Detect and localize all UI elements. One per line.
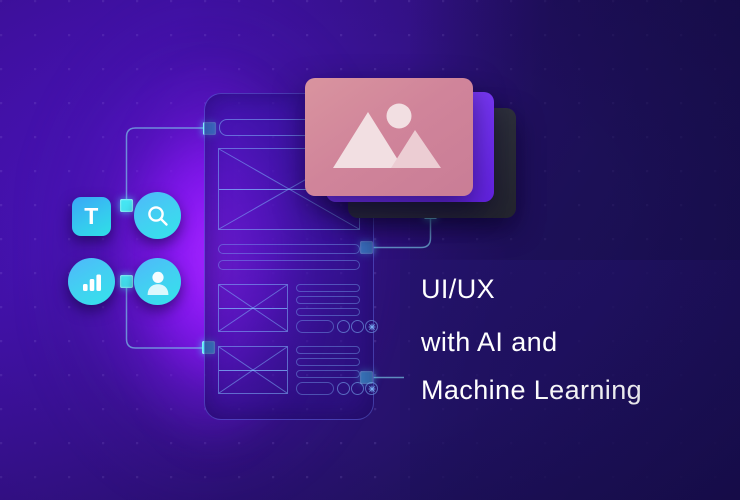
wireframe-row-1-action-pill[interactable] — [296, 320, 334, 333]
wireframe-row-1-circle-star[interactable] — [365, 320, 378, 333]
node-left-upper[interactable] — [120, 199, 133, 212]
magnifier-glyph — [147, 205, 168, 226]
wire-upper-left — [125, 127, 203, 206]
wireframe-row-2-line-3 — [296, 370, 360, 378]
person-glyph — [147, 271, 168, 295]
wireframe-text-line-2 — [218, 260, 360, 270]
wireframe-list-row-1-thumb — [218, 284, 288, 332]
bar-chart-glyph — [82, 274, 101, 291]
headline-panel — [400, 260, 740, 500]
wireframe-row-2-line-2 — [296, 358, 360, 366]
text-icon-glyph: T — [84, 205, 99, 228]
wireframe-row-1-line-2 — [296, 296, 360, 304]
image-card-front[interactable] — [305, 78, 473, 196]
search-icon[interactable] — [134, 192, 181, 239]
wireframe-row-2-circle-1[interactable] — [337, 382, 350, 395]
wireframe-row-2-line-1 — [296, 346, 360, 354]
wireframe-list-row-2-thumb — [218, 346, 288, 394]
wireframe-row-2-circle-2[interactable] — [351, 382, 364, 395]
star-icon — [368, 323, 375, 330]
headline-line-1: UI/UX — [421, 276, 721, 303]
wireframe-row-2-circle-star[interactable] — [365, 382, 378, 395]
headline-block: UI/UX with AI and Machine Learning — [421, 276, 721, 404]
wireframe-row-1-circle-1[interactable] — [337, 320, 350, 333]
wireframe-row-1-circle-2[interactable] — [351, 320, 364, 333]
user-icon[interactable] — [134, 258, 181, 305]
headline-line-3: Machine Learning — [421, 377, 721, 404]
wireframe-row-2-action-pill[interactable] — [296, 382, 334, 395]
wireframe-row-1-line-3 — [296, 308, 360, 316]
wire-lower-left — [125, 282, 208, 349]
text-icon[interactable]: T — [72, 197, 111, 236]
headline-line-2: with AI and — [421, 329, 721, 356]
wireframe-row-1-line-1 — [296, 284, 360, 292]
bar-chart-icon[interactable] — [68, 258, 115, 305]
star-icon — [368, 385, 375, 392]
image-placeholder-icon — [333, 103, 441, 168]
node-left-lower[interactable] — [120, 275, 133, 288]
wire-right-upper — [366, 214, 432, 249]
wireframe-text-line-1 — [218, 244, 360, 254]
